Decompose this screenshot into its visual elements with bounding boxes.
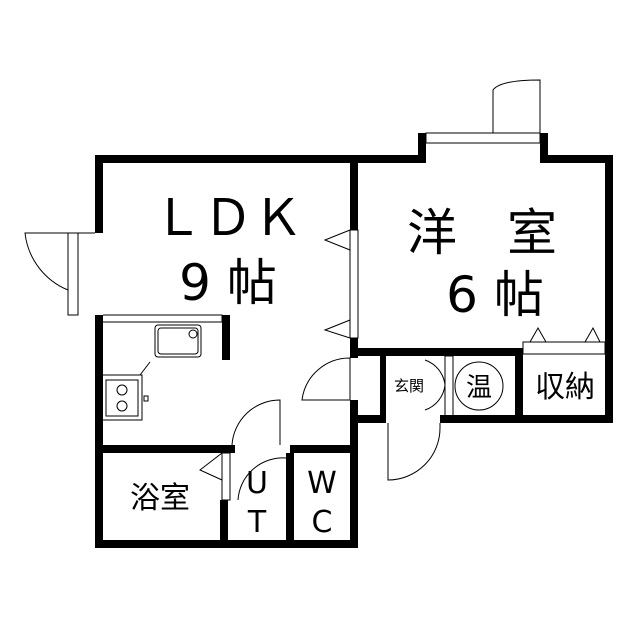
wc-label-w: W [307,466,337,501]
sink-icon [154,324,202,358]
sliding-indicator-2 [323,319,351,339]
door-shoe [424,359,446,411]
stove-icon [101,374,143,421]
sliding-indicator-1 [323,229,351,251]
burner-icon [116,384,128,396]
ut-label-t: T [247,505,267,540]
walls [95,133,613,548]
sliding-indicator-bath [199,452,223,481]
water-heater-icon [454,361,504,411]
water-heater-label: 温 [466,373,492,403]
western-room-size: 6 帖 [446,266,544,324]
kitchen [101,314,223,421]
balcony-door-top [492,79,541,133]
door-ut [231,399,281,446]
western-room-label: 洋 室 [407,204,557,262]
entrance-label: 玄関 [394,377,424,395]
doors [24,79,606,501]
ldk-size: 9 帖 [179,254,277,312]
windows [67,132,541,339]
door-entrance [387,423,441,481]
ldk-label: ＬＤＫ [153,189,303,247]
ut-label-u: U [246,466,268,501]
door-ldk-entrance [301,357,351,401]
burner-icon [116,400,128,412]
balcony-door-left [24,232,95,291]
bath-label: 浴室 [130,481,190,516]
door-wc [237,457,287,501]
storage-label: 収納 [535,370,595,405]
wc-label-c: C [312,505,333,540]
